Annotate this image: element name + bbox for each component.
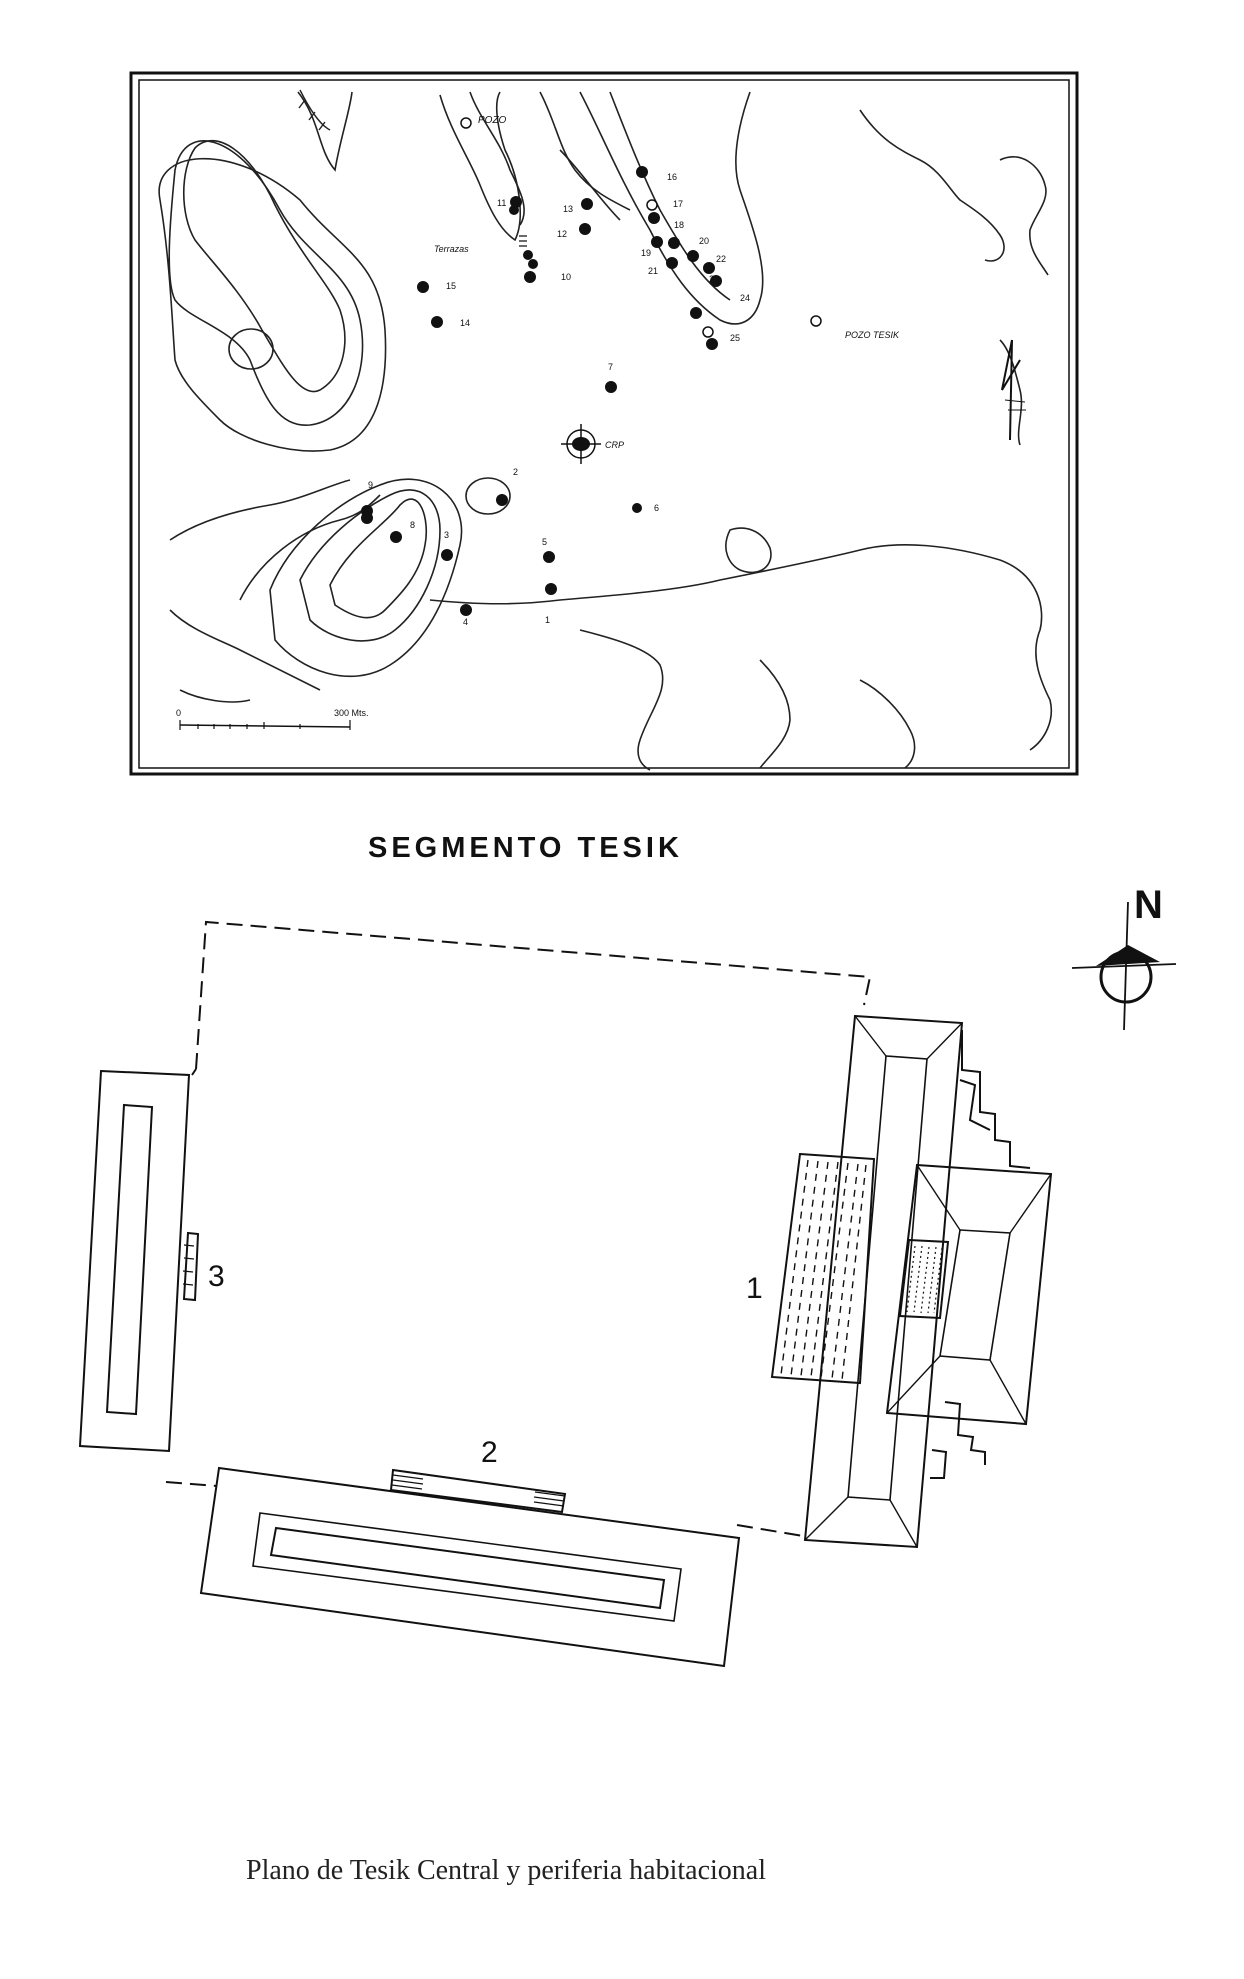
- well-tesik-marker: [810, 315, 822, 327]
- site-number: 11: [497, 198, 506, 208]
- structure-2: [199, 1466, 741, 1668]
- site-number: 14: [460, 318, 470, 328]
- hatched-stair: [780, 1159, 867, 1381]
- structure-3-label: 3: [208, 1260, 225, 1293]
- site-number: 7: [608, 362, 613, 372]
- well-north-marker: [460, 117, 472, 129]
- north-arrow-label: N: [1134, 883, 1163, 927]
- hachured-slope: [298, 89, 331, 131]
- site-number: 1: [545, 615, 550, 625]
- structure-1: [770, 1014, 1053, 1549]
- site-number: 13: [563, 204, 573, 214]
- contour-lines: [158, 91, 1052, 771]
- plaza-outline-west: [191, 1068, 197, 1076]
- scale-bar: 0 300 Mts.: [176, 708, 369, 730]
- site-number: 20: [699, 236, 709, 246]
- well-tesik-label: POZO TESIK: [845, 330, 900, 340]
- figure-caption: Plano de Tesik Central y periferia habit…: [246, 1855, 767, 1886]
- site-number: 23: [709, 274, 719, 284]
- crp-datum: [561, 424, 601, 464]
- site-number: 6: [654, 503, 659, 513]
- north-arrow: [1071, 901, 1177, 1031]
- site-number: 8: [410, 520, 415, 530]
- terraza-label: Terrazas: [434, 244, 469, 254]
- site-number: 2: [513, 467, 518, 477]
- map-frame-outer: [129, 71, 1079, 776]
- well-25-marker: [702, 326, 714, 338]
- site-number: 25: [730, 333, 740, 343]
- map-north-mark: [1001, 339, 1026, 441]
- site-number: 21: [648, 266, 658, 276]
- site-number: 17: [673, 199, 683, 209]
- site-number: 12: [557, 229, 567, 239]
- map-frame-inner: [138, 79, 1070, 769]
- site-number: 10: [561, 272, 571, 282]
- structure-1-label: 1: [746, 1272, 763, 1305]
- site-number: 4: [463, 617, 468, 627]
- map-title: SEGMENTO TESIK: [368, 832, 683, 864]
- crp-label: CRP: [605, 440, 624, 450]
- site-numbers: 1 2 3 4 5 6 7 8 9 10 11 12 13 14 15 16 1…: [368, 172, 750, 627]
- dotted-stair: [906, 1245, 943, 1314]
- site-number: 9: [368, 480, 373, 490]
- scale-end-label: 300 Mts.: [334, 708, 369, 718]
- site-number: 16: [667, 172, 677, 182]
- site-number: 5: [542, 537, 547, 547]
- well-17-marker: [646, 199, 658, 211]
- site-dots: [361, 166, 722, 616]
- site-number: 19: [641, 248, 651, 258]
- terraza-marks: [519, 235, 527, 247]
- structure-2-label: 2: [481, 1436, 498, 1469]
- site-number: 24: [740, 293, 750, 303]
- site-number: 22: [716, 254, 726, 264]
- site-number: 15: [446, 281, 456, 291]
- contour-map: POZO POZO TESIK 1 2 3 4 5 6 7 8: [129, 71, 1079, 776]
- scale-start-label: 0: [176, 708, 181, 718]
- plaza-outline: [165, 920, 872, 1537]
- site-number: 18: [674, 220, 684, 230]
- structure-3: [78, 1069, 200, 1453]
- site-number: 3: [444, 530, 449, 540]
- well-north-label: POZO: [478, 115, 507, 126]
- site-plan: [78, 901, 1177, 1668]
